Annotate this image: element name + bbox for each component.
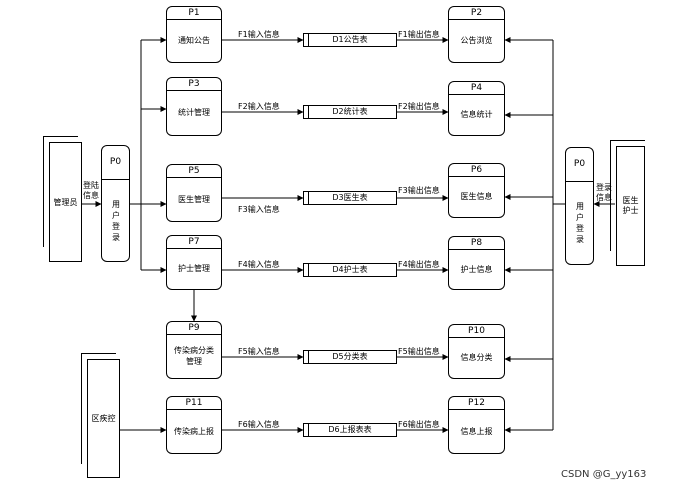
store-d6: D6上报表表 — [303, 423, 397, 437]
process-p5: P5 医生管理 — [166, 164, 222, 222]
process-p11-name: 传染病上报 — [174, 426, 214, 436]
process-p5-id: P5 — [167, 165, 221, 178]
flow-out-f4: F4输出信息 — [398, 260, 440, 269]
left-login-flow-label: 登陆信息 — [83, 181, 99, 200]
flow-out-f1: F1输出信息 — [398, 30, 440, 39]
process-p10-id: P10 — [449, 325, 504, 338]
process-p2: P2 公告浏览 — [448, 6, 505, 63]
admin-entity-label: 管理员 — [53, 197, 78, 207]
process-p1-id: P1 — [167, 7, 221, 20]
district-entity-shadow — [81, 353, 116, 464]
store-d3-label: D3医生表 — [332, 193, 368, 202]
right-login-id: P0 — [566, 148, 593, 182]
process-p6: P6 医生信息 — [448, 163, 505, 218]
process-p2-id: P2 — [449, 7, 504, 20]
process-p7-id: P7 — [167, 236, 221, 249]
process-p6-name: 医生信息 — [460, 192, 493, 201]
process-p3-name: 统计管理 — [178, 108, 210, 117]
admin-entity: 管理员 — [49, 142, 82, 262]
left-login-name: 用户登录 — [112, 199, 120, 242]
store-d5-label: D5分类表 — [332, 352, 368, 361]
district-entity-label: 区疾控 — [91, 414, 116, 423]
district-entity: 区疾控 — [87, 359, 120, 478]
process-p6-id: P6 — [449, 164, 504, 177]
left-login-id: P0 — [102, 146, 129, 180]
process-p10-name: 信息分类 — [460, 353, 493, 362]
doctor-nurse-entity-shadow — [610, 140, 645, 251]
store-d3: D3医生表 — [303, 191, 397, 205]
process-p9: P9 传染病分类管理 — [166, 321, 222, 379]
process-p8-id: P8 — [449, 237, 504, 250]
store-d5: D5分类表 — [303, 350, 397, 364]
flow-in-f4: F4输入信息 — [238, 260, 280, 269]
doctor-nurse-entity-label: 医生护士 — [622, 196, 639, 215]
process-p7: P7 护士管理 — [166, 235, 222, 290]
process-p4: P4 信息统计 — [448, 81, 505, 136]
store-d4-label: D4护士表 — [332, 265, 368, 274]
watermark: CSDN @G_yy163 — [561, 469, 647, 480]
admin-entity-shadow — [43, 136, 78, 247]
left-login-process: P0 用户登录 — [101, 145, 130, 262]
doctor-nurse-entity: 医生护士 — [616, 146, 645, 266]
flow-out-f3: F3输出信息 — [398, 186, 440, 195]
process-p2-name: 公告浏览 — [460, 36, 493, 45]
process-p12-id: P12 — [449, 397, 504, 410]
process-p7-name: 护士管理 — [178, 264, 210, 273]
store-d1: D1公告表 — [303, 33, 397, 47]
store-d2-label: D2统计表 — [332, 107, 368, 116]
flow-out-f2: F2输出信息 — [398, 102, 440, 111]
flow-out-f5: F5输出信息 — [398, 347, 440, 356]
process-p11-id: P11 — [167, 397, 221, 410]
store-d6-label: D6上报表表 — [328, 425, 372, 434]
process-p10: P10 信息分类 — [448, 324, 505, 379]
process-p4-name: 信息统计 — [460, 110, 493, 119]
process-p11: P11 传染病上报 — [166, 396, 222, 454]
process-p1-name: 通知公告 — [178, 36, 210, 45]
flow-in-f3: F3输入信息 — [238, 205, 280, 214]
process-p4-id: P4 — [449, 82, 504, 95]
flow-in-f2: F2输入信息 — [238, 102, 280, 111]
flow-out-f6: F6输出信息 — [398, 420, 440, 429]
process-p12: P12 信息上报 — [448, 396, 505, 454]
store-d4: D4护士表 — [303, 263, 397, 277]
store-d1-label: D1公告表 — [332, 35, 368, 44]
flow-in-f1: F1输入信息 — [238, 30, 280, 39]
process-p1: P1 通知公告 — [166, 6, 222, 63]
process-p3-id: P3 — [167, 78, 221, 91]
flow-in-f6: F6输入信息 — [238, 420, 280, 429]
process-p12-name: 信息上报 — [460, 426, 493, 436]
right-login-flow-label: 登录信息 — [596, 183, 612, 202]
flow-in-f5: F5输入信息 — [238, 347, 280, 356]
process-p8: P8 护士信息 — [448, 236, 505, 290]
process-p8-name: 护士信息 — [460, 264, 493, 274]
right-login-process: P0 用户登录 — [565, 147, 594, 265]
process-p3: P3 统计管理 — [166, 77, 222, 136]
process-p9-name: 传染病分类管理 — [174, 346, 214, 366]
flow-lines — [82, 37, 615, 433]
store-d2: D2统计表 — [303, 105, 397, 119]
process-p9-id: P9 — [167, 322, 221, 335]
right-login-name: 用户登录 — [576, 202, 584, 244]
process-p5-name: 医生管理 — [178, 194, 210, 204]
